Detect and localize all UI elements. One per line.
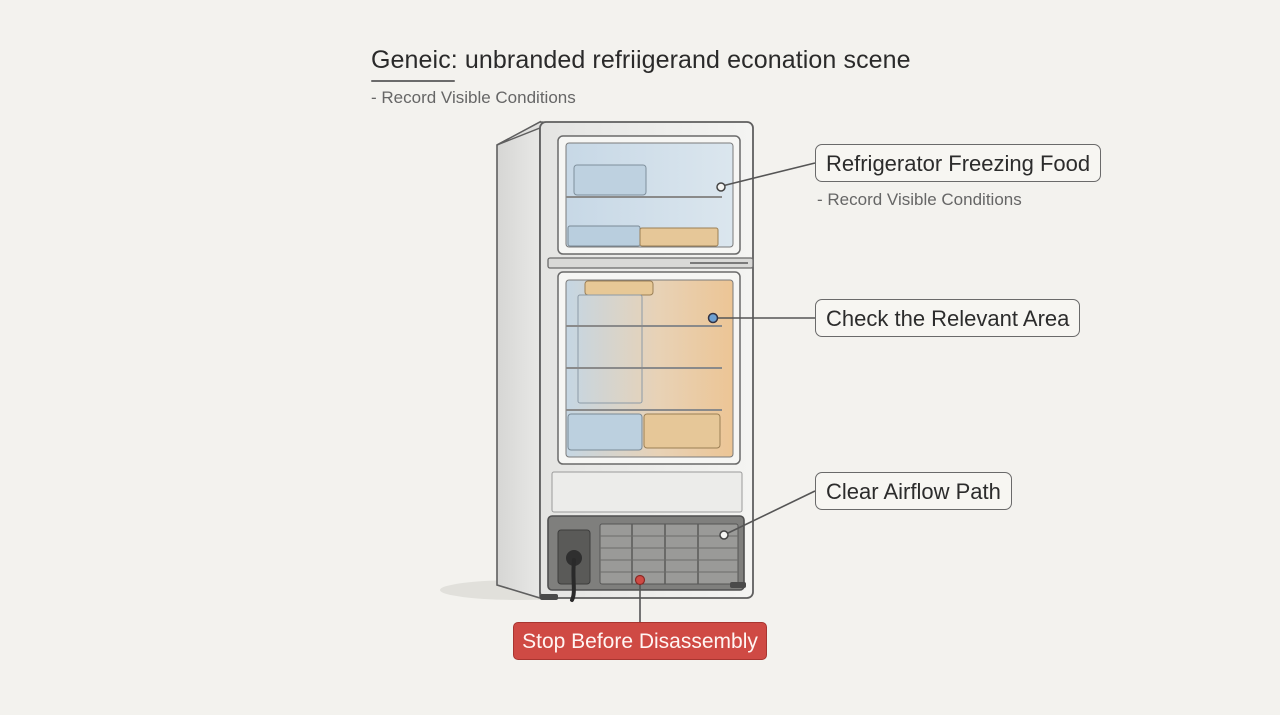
foot-left [540, 594, 558, 600]
marker-stop [634, 574, 646, 586]
leader-line-airflow [725, 490, 816, 535]
compartment-divider [547, 257, 754, 269]
fridge-top-tray [584, 280, 654, 296]
callout-check-relevant-area: Check the Relevant Area [815, 299, 1081, 337]
callout-clear-airflow-path: Clear Airflow Path [815, 472, 1012, 510]
freezer-container [573, 164, 647, 196]
fridge-crisper-blue [567, 413, 643, 451]
stop-before-disassembly-badge: Stop Before Disassembly [513, 622, 767, 660]
power-cord [570, 558, 576, 602]
callout-freezing-food-note: - Record Visible Conditions [817, 190, 1022, 209]
freezer-bin-blue [567, 225, 641, 247]
power-plug [566, 550, 582, 566]
fridge-back-panel [577, 294, 643, 404]
page-subtitle: - Record Visible Conditions [371, 88, 576, 107]
vent-grille [599, 523, 739, 585]
page-title: Geneic: unbranded refriigerand econation… [371, 46, 911, 74]
callout-refrigerator-freezing-food: Refrigerator Freezing Food [815, 144, 1102, 182]
fridge-side-panel [496, 120, 541, 600]
leader-line-freezer [721, 162, 816, 187]
freezer-bin-tan [639, 227, 719, 247]
foot-right [730, 582, 746, 588]
lower-panel [551, 471, 743, 513]
marker-airflow [719, 530, 729, 540]
marker-freezer [716, 182, 726, 192]
fridge-crisper-tan [643, 413, 721, 449]
title-underline [371, 80, 455, 82]
marker-relevant-area [707, 312, 719, 324]
